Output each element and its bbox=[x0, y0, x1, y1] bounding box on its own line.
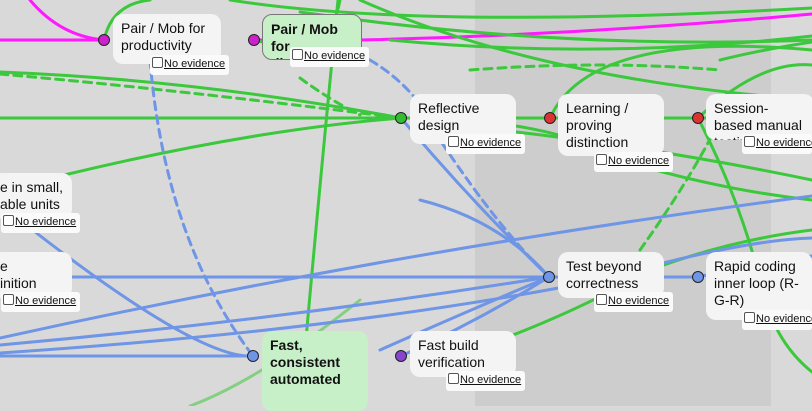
evidence-toggle[interactable]: No evidence bbox=[446, 134, 526, 154]
node-title: Fast, consistent automated bbox=[270, 337, 341, 387]
node-learning-proving[interactable]: Learning / proving distinction bbox=[558, 94, 664, 156]
checkbox[interactable] bbox=[744, 136, 755, 147]
evidence-toggle[interactable]: No evidence bbox=[446, 371, 526, 391]
checkbox[interactable] bbox=[152, 57, 163, 68]
node-title: Session-based manual testing bbox=[714, 100, 802, 140]
evidence-label: No evidence bbox=[756, 313, 812, 325]
checkbox[interactable] bbox=[448, 373, 459, 384]
evidence-label: No evidence bbox=[460, 374, 522, 386]
checkbox[interactable] bbox=[744, 312, 755, 323]
node-reflective-design[interactable]: Reflective design bbox=[410, 94, 516, 144]
node-title: Fast build verification bbox=[418, 337, 485, 370]
edge-blue bbox=[378, 275, 551, 352]
port-dot[interactable] bbox=[692, 112, 704, 124]
evidence-label: No evidence bbox=[608, 155, 670, 167]
port-dot[interactable] bbox=[98, 34, 110, 46]
evidence-toggle[interactable]: No evidence bbox=[594, 152, 674, 172]
edge-blue bbox=[0, 194, 812, 340]
port-dot[interactable] bbox=[692, 271, 704, 283]
node-title: Learning / proving distinction bbox=[566, 100, 629, 150]
edge-blue-dashed bbox=[368, 58, 551, 279]
checkbox[interactable] bbox=[448, 136, 459, 147]
evidence-label: No evidence bbox=[756, 137, 812, 149]
edge-green-dashed bbox=[638, 118, 722, 252]
checkbox[interactable] bbox=[292, 49, 303, 60]
evidence-label: No evidence bbox=[304, 50, 366, 62]
node-title: Pair / Mob for productivity bbox=[121, 20, 206, 53]
port-dot[interactable] bbox=[543, 271, 555, 283]
edge-green-dashed bbox=[0, 72, 403, 120]
evidence-toggle[interactable]: No evidence bbox=[742, 310, 812, 330]
port-dot[interactable] bbox=[395, 112, 407, 124]
port-dot[interactable] bbox=[247, 350, 259, 362]
edge-green-dashed bbox=[468, 63, 722, 72]
node-definition[interactable]: e inition bbox=[0, 252, 72, 298]
edge-green bbox=[388, 34, 812, 51]
node-fast-build[interactable]: Fast build verification bbox=[410, 331, 516, 377]
evidence-label: No evidence bbox=[460, 137, 522, 149]
evidence-toggle[interactable]: No evidence bbox=[742, 134, 812, 154]
node-title: e in small, able units bbox=[0, 179, 64, 212]
port-dot[interactable] bbox=[544, 112, 556, 124]
node-session-based[interactable]: Session-based manual testing bbox=[706, 94, 812, 140]
node-title: Test beyond correctness bbox=[566, 258, 642, 291]
checkbox[interactable] bbox=[596, 294, 607, 305]
evidence-label: No evidence bbox=[164, 58, 226, 70]
evidence-toggle[interactable]: No evidence bbox=[1, 292, 81, 312]
edge-blue-dashed bbox=[148, 58, 255, 358]
edge-blue bbox=[0, 275, 551, 347]
checkbox[interactable] bbox=[596, 154, 607, 165]
port-dot[interactable] bbox=[248, 34, 260, 46]
edge-green bbox=[58, 116, 403, 178]
lane-band bbox=[475, 0, 771, 406]
evidence-toggle[interactable]: No evidence bbox=[594, 292, 674, 312]
edge-green bbox=[102, 0, 152, 42]
node-title: e inition bbox=[0, 258, 37, 291]
node-test-beyond[interactable]: Test beyond correctness bbox=[558, 252, 664, 298]
node-small-units[interactable]: e in small, able units bbox=[0, 173, 72, 219]
node-rapid-coding[interactable]: Rapid coding inner loop (R-G-R) bbox=[706, 252, 812, 320]
edge-green bbox=[228, 0, 812, 19]
evidence-label: No evidence bbox=[15, 295, 77, 307]
evidence-label: No evidence bbox=[608, 295, 670, 307]
edge-green-dashed bbox=[298, 76, 362, 117]
edge-magenta bbox=[252, 12, 812, 42]
evidence-label: No evidence bbox=[15, 216, 77, 228]
node-fast-consistent[interactable]: Fast, consistent automated bbox=[262, 331, 368, 411]
port-dot[interactable] bbox=[395, 350, 407, 362]
evidence-toggle[interactable]: No evidence bbox=[1, 213, 81, 233]
edge-magenta bbox=[28, 0, 106, 42]
checkbox[interactable] bbox=[3, 215, 14, 226]
evidence-toggle[interactable]: No evidence bbox=[150, 55, 230, 75]
node-title: Reflective design bbox=[418, 100, 480, 133]
node-title: Rapid coding inner loop (R-G-R) bbox=[714, 258, 799, 308]
checkbox[interactable] bbox=[3, 294, 14, 305]
edge-green bbox=[718, 40, 812, 62]
evidence-toggle[interactable]: No evidence bbox=[290, 47, 370, 67]
